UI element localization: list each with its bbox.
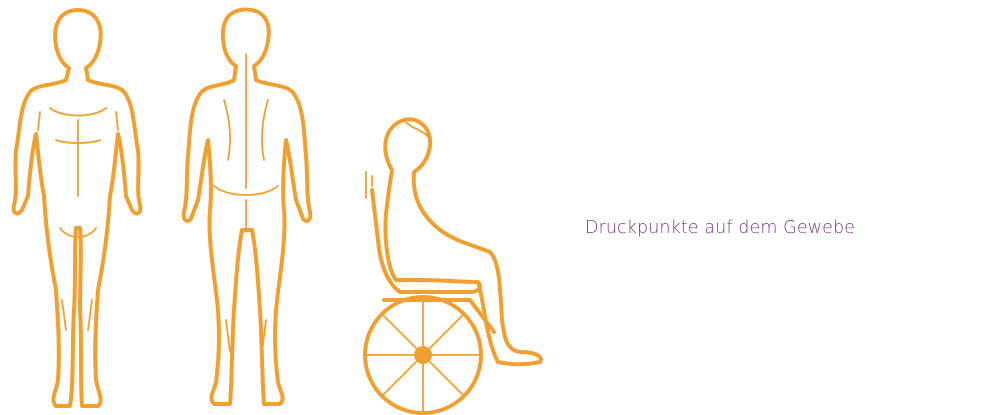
figure-seated-wheelchair [365,119,541,413]
figure-standing-front [14,10,141,406]
caption-pressure-points: Druckpunkte auf dem Gewebe [585,218,855,238]
figure-standing-back [184,10,311,405]
